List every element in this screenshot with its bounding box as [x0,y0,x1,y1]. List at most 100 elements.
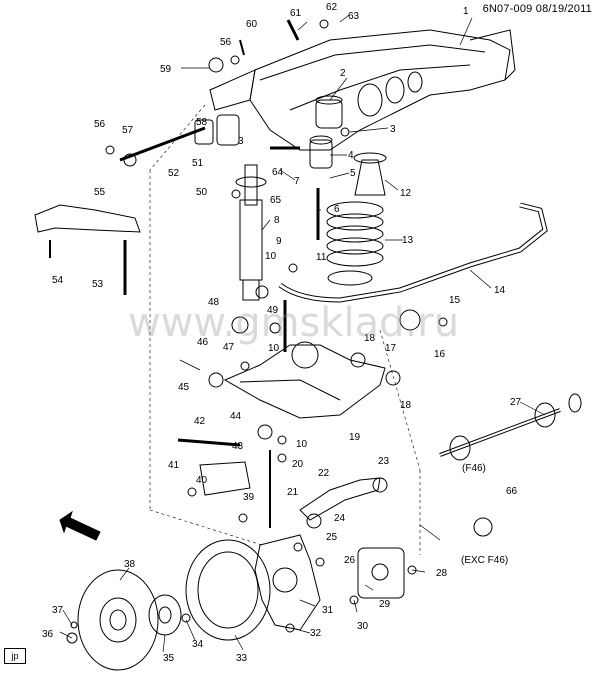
callout-26: 26 [344,555,356,566]
fasteners [66,19,493,644]
callout-3: 3 [390,124,396,135]
callout-16: 16 [434,349,446,360]
callout-15: 15 [449,295,461,306]
callout-28: 28 [436,568,448,579]
wheel-hub [148,594,182,636]
backing-plate [185,539,271,641]
callout-35: 35 [163,653,175,664]
callout-49: 49 [267,305,279,316]
callout-52: 52 [168,168,180,179]
note-exc-f46: (EXC F46) [461,555,508,566]
diagram-id-date: 6N07-009 08/19/2011 [482,3,592,15]
shock-absorber [235,164,267,301]
callout-10b: 10 [268,343,280,354]
callout-36: 36 [42,629,54,640]
leader-lines [59,14,546,653]
subframe-bushings [216,95,343,169]
callout-41: 41 [168,460,180,471]
lower-link [299,477,381,521]
callout-2: 2 [340,68,346,79]
callout-48: 48 [208,297,220,308]
callout-66: 66 [506,486,518,497]
toe-link [119,126,206,162]
callout-51: 51 [192,158,204,169]
callout-4: 4 [348,150,354,161]
callout-64: 64 [272,167,284,178]
callout-43: 43 [232,441,244,452]
front-arrow-icon [59,510,101,541]
callout-7: 7 [294,176,300,187]
callout-34: 34 [192,639,204,650]
callout-46: 46 [197,337,209,348]
callout-labels: 1 2 3 3 4 5 6 7 8 9 10 10 10 11 12 13 14… [42,2,522,664]
callout-56a: 56 [94,119,106,130]
callout-54: 54 [52,275,64,286]
callout-50: 50 [196,187,208,198]
callout-45: 45 [178,382,190,393]
callout-39: 39 [243,492,255,503]
callout-58: 58 [196,117,208,128]
callout-25: 25 [326,532,338,543]
trailing-arm [34,204,141,233]
callout-17: 17 [385,343,397,354]
callout-60: 60 [246,19,258,30]
brake-caliper [357,547,405,599]
callout-63: 63 [348,11,360,22]
callout-18a: 18 [364,333,376,344]
brake-rotor [77,569,159,671]
callout-30: 30 [357,621,369,632]
callout-33: 33 [236,653,248,664]
coil-spring [326,201,384,267]
callout-24: 24 [334,513,346,524]
callout-40: 40 [196,475,208,486]
callout-65: 65 [270,195,282,206]
callout-10a: 10 [265,251,277,262]
callout-9: 9 [276,236,282,247]
callout-19: 19 [349,432,361,443]
subframe-part [209,29,516,151]
callout-44: 44 [230,411,242,422]
spring-insulator [327,270,373,286]
callout-57: 57 [122,125,134,136]
callout-14: 14 [494,285,506,296]
callout-59: 59 [160,64,172,75]
callout-13: 13 [402,235,414,246]
jounce-bumper [353,152,387,196]
callout-53: 53 [92,279,104,290]
callout-6: 6 [334,204,340,215]
callout-21: 21 [287,487,299,498]
callout-42: 42 [194,416,206,427]
callout-8: 8 [274,215,280,226]
callout-56b: 56 [220,37,232,48]
callout-38: 38 [124,559,136,570]
drive-axle [439,393,582,461]
callout-5: 5 [350,168,356,179]
callout-32: 32 [310,628,322,639]
bolts [49,19,320,528]
note-f46: (F46) [462,463,486,474]
callout-23: 23 [378,456,390,467]
callout-1: 1 [463,6,469,17]
corner-tag: jp [4,648,26,664]
callout-61: 61 [290,8,302,19]
callout-12: 12 [400,188,412,199]
lower-control-arm [223,341,386,419]
callout-18b: 18 [400,400,412,411]
callout-55: 55 [94,187,106,198]
callout-47: 47 [223,342,235,353]
assembly-lines [149,104,421,555]
callout-27: 27 [510,397,522,408]
upper-link [199,461,251,496]
callout-11: 11 [316,252,327,263]
steering-knuckle [254,534,321,631]
link-bushing [194,119,214,145]
callout-37: 37 [52,605,64,616]
callout-10c: 10 [296,439,308,450]
callout-31: 31 [322,605,334,616]
callout-29: 29 [379,599,391,610]
callout-62: 62 [326,2,338,13]
callout-20: 20 [292,459,304,470]
callout-22: 22 [318,468,330,479]
